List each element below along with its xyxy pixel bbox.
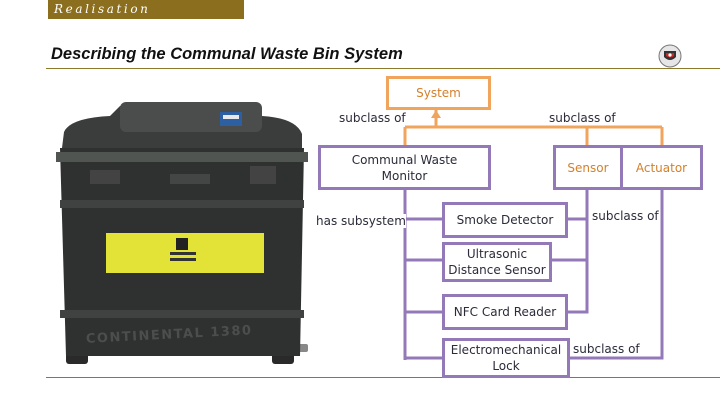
node-nfc-label: NFC Card Reader (454, 304, 556, 320)
node-system: System (386, 76, 491, 110)
node-lock-label: Electromechanical Lock (451, 342, 561, 374)
node-smoke-label: Smoke Detector (457, 212, 554, 228)
node-electromechanical-lock: Electromechanical Lock (442, 338, 570, 378)
edge-label-has-subsystem: has subsystem (316, 214, 406, 228)
node-monitor-label: Communal Waste Monitor (352, 152, 458, 184)
edge-label-subclass-right: subclass of (549, 111, 616, 125)
edge-label-subclass-actuator: subclass of (573, 342, 640, 356)
node-smoke-detector: Smoke Detector (442, 202, 568, 238)
node-actuator-label: Actuator (636, 160, 687, 176)
node-nfc-card-reader: NFC Card Reader (442, 294, 568, 330)
edge-label-subclass-sensor: subclass of (592, 209, 659, 223)
node-system-label: System (416, 85, 461, 101)
node-sensor-label: Sensor (567, 160, 608, 176)
node-communal-waste-monitor: Communal Waste Monitor (318, 145, 491, 190)
edge-label-subclass-left: subclass of (339, 111, 406, 125)
node-ultrasonic-label: Ultrasonic Distance Sensor (448, 246, 545, 278)
node-sensor: Sensor (553, 145, 623, 190)
node-ultrasonic-sensor: Ultrasonic Distance Sensor (442, 242, 552, 282)
node-actuator: Actuator (623, 145, 703, 190)
